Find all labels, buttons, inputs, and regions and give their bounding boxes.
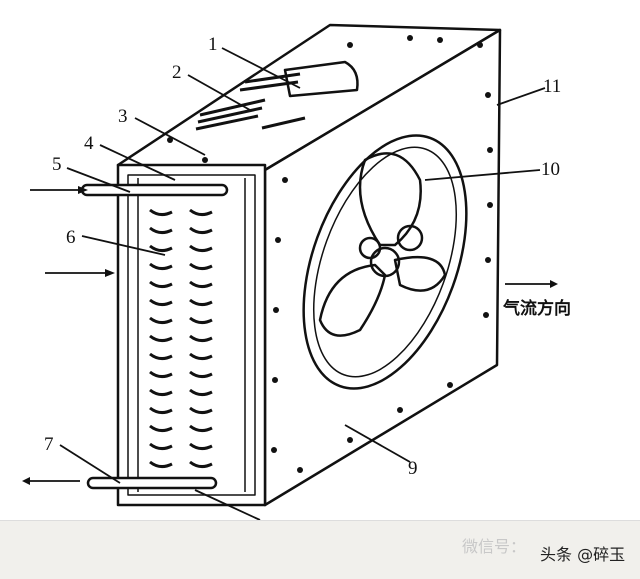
label-5: 5 (52, 154, 62, 175)
bolt (397, 407, 403, 413)
fan-blade (358, 152, 422, 247)
motor-housing (283, 60, 359, 98)
fin-mark (189, 298, 213, 307)
fin-mark (189, 352, 213, 361)
toutiao-watermark: 头条 @碎玉 (540, 545, 626, 564)
fin-mark (149, 406, 173, 415)
fin-mark (149, 298, 173, 307)
fin-mark (189, 262, 213, 271)
fan-blade (393, 255, 447, 292)
fin-mark (189, 442, 213, 451)
fin-mark (149, 334, 173, 343)
coil-frame (116, 163, 267, 507)
bolt (485, 92, 491, 98)
fan-hub-lobe (358, 236, 382, 260)
fin-mark (149, 370, 173, 379)
outlet-pipe (86, 476, 218, 490)
bolt (271, 447, 277, 453)
label-11: 11 (543, 76, 561, 97)
fin-mark (189, 334, 213, 343)
arrowhead-icon (105, 269, 115, 277)
fin-mark (149, 262, 173, 271)
bolt (407, 35, 413, 41)
fin-mark (189, 370, 213, 379)
fin-mark (149, 208, 173, 217)
bolt (487, 202, 493, 208)
fan-coil-diagram: 1 2 3 4 5 6 7 8 9 10 11 气流方向 (22, 23, 571, 520)
top-vent-slats (195, 72, 306, 131)
fin-mark (189, 280, 213, 289)
fin-mark (189, 244, 213, 253)
fan-hub-lobe (396, 224, 424, 252)
bolt (477, 42, 483, 48)
bolt (437, 37, 443, 43)
bolt (272, 377, 278, 383)
wechat-watermark: 微信号： (462, 537, 527, 556)
fin-mark (149, 226, 173, 235)
fin-mark (149, 388, 173, 397)
bolt (297, 467, 303, 473)
bolt (275, 237, 281, 243)
fin-mark (149, 460, 173, 469)
bolt (483, 312, 489, 318)
fin-mark (189, 424, 213, 433)
bolt (202, 157, 208, 163)
bolt (167, 137, 173, 143)
panel-bolts (167, 35, 493, 473)
arrowhead-icon (550, 280, 558, 288)
fin-mark (189, 208, 213, 217)
fan-ring-inner (312, 146, 458, 378)
fin-mark (189, 316, 213, 325)
label-3: 3 (118, 106, 128, 127)
watermark-band (0, 520, 640, 579)
coil-inner-frame (127, 174, 256, 496)
bolt (282, 177, 288, 183)
arrowhead-icon (22, 477, 30, 485)
fin-mark (189, 406, 213, 415)
fin-mark (189, 226, 213, 235)
bolt (487, 147, 493, 153)
arrowhead-icon (78, 186, 88, 194)
bolt (347, 437, 353, 443)
leader-lines (59, 47, 546, 520)
bolt (447, 382, 453, 388)
bolt (347, 42, 353, 48)
label-10: 10 (541, 159, 560, 180)
fin-mark (149, 244, 173, 253)
label-6: 6 (66, 227, 76, 248)
bolt (273, 307, 279, 313)
airflow-direction-label: 气流方向 (502, 298, 571, 319)
fan-ring (302, 134, 468, 390)
label-7: 7 (44, 434, 54, 455)
coil-fins (149, 208, 213, 469)
fin-mark (149, 280, 173, 289)
fan-hub (369, 246, 401, 278)
inlet-pipe (80, 183, 229, 197)
fin-mark (189, 388, 213, 397)
fin-mark (149, 352, 173, 361)
fin-mark (149, 442, 173, 451)
fan-blade (318, 263, 387, 337)
label-1: 1 (208, 34, 218, 55)
label-4: 4 (84, 133, 94, 154)
fin-mark (189, 460, 213, 469)
fin-mark (149, 316, 173, 325)
label-9: 9 (408, 458, 418, 479)
fin-mark (149, 424, 173, 433)
bolt (485, 257, 491, 263)
label-2: 2 (172, 62, 182, 83)
